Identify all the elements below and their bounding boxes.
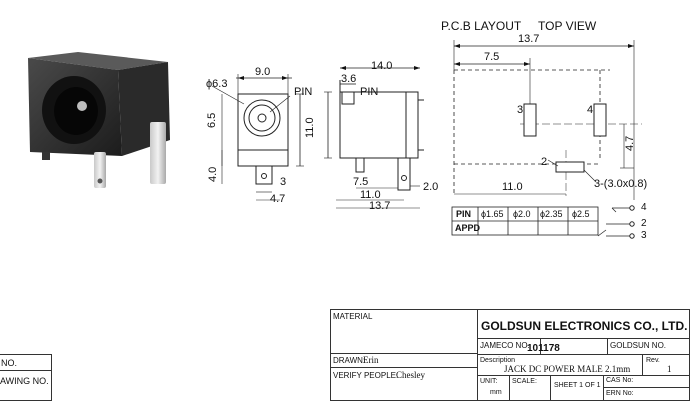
mechanical-drawing xyxy=(211,40,642,239)
slot-dimension: 3-(3.0x0.8) xyxy=(594,178,648,190)
dim-phi-6-3: ϕ6.3 xyxy=(206,78,228,90)
unit-cell: UNIT: mm xyxy=(477,375,510,401)
dim-9-0: 9.0 xyxy=(255,66,271,78)
dim-3-front: 3 xyxy=(280,176,287,188)
sheet-text: SHEET 1 OF 1 xyxy=(554,382,601,389)
pin-size-2-35: ϕ2.35 xyxy=(540,209,563,219)
verify-by: Chesley xyxy=(396,370,425,380)
goldsun-no-cell: GOLDSUN NO. xyxy=(607,338,690,355)
rev-cell: Rev. 1 xyxy=(642,354,690,376)
dim-13-7-side: 13.7 xyxy=(369,200,391,212)
left-drawing-cell: AWING NO. xyxy=(0,370,52,401)
verify-cell: VERIFY PEOPLE: Chesley xyxy=(330,367,478,401)
pad-4-label: 4 xyxy=(587,104,594,116)
title-block: MATERIAL GOLDSUN ELECTRONICS CO., LTD. J… xyxy=(330,309,690,401)
pin-size-2-0: ϕ2.0 xyxy=(513,209,531,219)
scale-cell: SCALE: xyxy=(509,375,551,401)
rev-value: 1 xyxy=(667,364,672,374)
dim-13-7-top: 13.7 xyxy=(518,33,540,45)
dim-4-0: 4.0 xyxy=(207,166,219,182)
dim-3-6: 3.6 xyxy=(341,73,357,85)
label-pin-front: PIN xyxy=(294,86,313,98)
unit-label: UNIT: xyxy=(480,378,498,385)
schematic-pin-4: 4 xyxy=(641,202,647,213)
ern-cell: ERN No: xyxy=(603,387,690,401)
pad-2-label: 2 xyxy=(541,156,548,168)
dim-11-0-side: 11.0 xyxy=(360,189,381,201)
left-drawing-no-label: AWING NO. xyxy=(0,376,49,386)
dim-11-0-pcb: 11.0 xyxy=(502,181,523,193)
description-cell: Description JACK DC POWER MALE 2.1mm xyxy=(477,354,643,376)
company-name: GOLDSUN ELECTRONICS CO., LTD. xyxy=(481,319,688,333)
pad-3-label: 3 xyxy=(517,104,524,116)
goldsun-label: GOLDSUN NO. xyxy=(610,341,667,350)
dim-6-5: 6.5 xyxy=(206,112,218,128)
left-no-label: NO. xyxy=(1,358,18,368)
pin-size-1-65: ϕ1.65 xyxy=(481,209,504,219)
rev-label: Rev. xyxy=(646,357,660,364)
schematic-pin-3: 3 xyxy=(641,230,647,241)
jack-photo xyxy=(28,52,170,188)
material-label: MATERIAL xyxy=(333,312,373,321)
schematic-pin-2: 2 xyxy=(641,218,647,229)
material-cell: MATERIAL xyxy=(330,309,478,354)
dim-14-0: 14.0 xyxy=(371,60,393,72)
company-cell: GOLDSUN ELECTRONICS CO., LTD. xyxy=(477,309,690,339)
dim-7-5-side: 7.5 xyxy=(353,176,369,188)
drawn-cell: DRAWN: Erin xyxy=(330,353,478,368)
scale-label: SCALE: xyxy=(512,378,537,385)
description-label: Description xyxy=(480,357,516,364)
appd-label: APPD xyxy=(455,223,481,233)
cas-label: CAS No: xyxy=(606,377,634,384)
top-view-title: TOP VIEW xyxy=(538,19,597,33)
drawn-label: DRAWN: xyxy=(333,356,366,365)
jameco-no-cell: 101178 xyxy=(527,338,608,355)
description-text: JACK DC POWER MALE 2.1mm xyxy=(504,364,631,374)
dim-11-0-front: 11.0 xyxy=(304,117,316,138)
drawn-by: Erin xyxy=(363,355,379,365)
ern-label: ERN No: xyxy=(606,390,634,397)
dim-4-7-pcb: 4.7 xyxy=(624,135,636,151)
verify-label: VERIFY PEOPLE: xyxy=(333,371,399,380)
pcb-layout-title: P.C.B LAYOUT xyxy=(441,19,522,33)
pin-table-header: PIN xyxy=(456,209,472,219)
dim-4-7-front: 4.7 xyxy=(270,193,286,205)
sheet-cell: SHEET 1 OF 1 xyxy=(550,375,604,401)
left-no-cell: NO. xyxy=(0,354,52,371)
pin-size-2-5: ϕ2.5 xyxy=(572,209,590,219)
dim-2-0: 2.0 xyxy=(423,181,439,193)
label-pin-side: PIN xyxy=(360,86,379,98)
dim-7-5-top: 7.5 xyxy=(484,51,500,63)
unit-value: mm xyxy=(490,389,502,396)
jameco-label: JAMECO NO. xyxy=(480,341,530,350)
jameco-number: 101178 xyxy=(527,343,560,354)
